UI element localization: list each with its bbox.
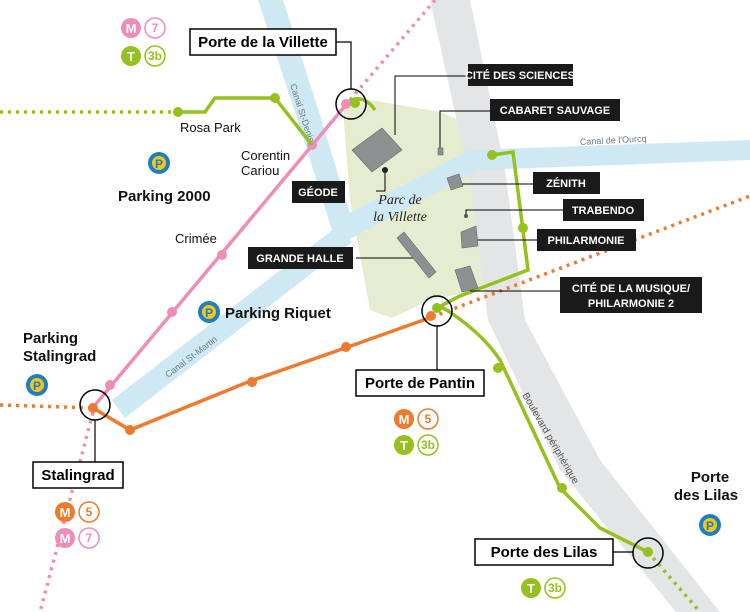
venue-label: GRANDE HALLE [256,253,343,265]
metro-mode-badge [55,528,75,548]
venue-label-line2: PHILARMONIE 2 [588,298,674,310]
connector-porte-villette [336,41,352,89]
line-number: 5 [86,505,93,519]
parking-label: Parking 2000 [118,188,211,205]
metro-mode-badge [121,18,141,38]
parking-label-line2: des Lilas [674,487,738,504]
mode-letter: M [399,412,410,427]
tram-mode-badge [394,435,414,455]
venue-trabendo[interactable]: TRABENDO [563,199,644,221]
line-number: 3b [421,438,435,452]
parking-stalingrad[interactable]: Parking Stalingrad P [23,330,96,396]
line-number-badge [544,577,566,599]
venue-label: TRABENDO [572,205,635,217]
tram-mode-badge [121,46,141,66]
canal-st-martin [112,228,352,418]
line-number-badge [144,17,166,39]
station-porte-de-la-villette[interactable]: Porte de la Villette [189,28,337,56]
stop-corentin-cariou-line1: Corentin [241,148,290,163]
venue-label: CITÉ DES SCIENCES [465,69,575,82]
line-number-badge [78,501,100,523]
line-number: 5 [425,412,432,426]
mode-letter: T [400,438,408,453]
canal-ourcq-label: Canal de l'Ourcq [580,134,647,147]
mode-letter: M [60,505,71,520]
svg-text:P: P [33,379,41,393]
stop-corentin-cariou-line2: Cariou [241,163,279,178]
canal-de-l-ourcq [340,140,750,238]
venue-label: ZÉNITH [546,177,586,190]
building-glyphs [351,127,479,293]
station-label: Porte de Pantin [365,375,475,392]
parking-label-line1: Parking [23,330,78,347]
line-number: 3b [148,49,162,63]
stop-crimee: Crimée [175,231,217,246]
venue-geode[interactable]: GÉODE [292,181,345,203]
metro-line-5 [0,194,750,435]
svg-text:P: P [155,157,163,171]
metro-mode-badge [394,409,414,429]
park-name-line2: la Villette [373,210,427,225]
station-ring-porte-lilas [632,537,664,569]
parking-label-line2: Stalingrad [23,348,96,365]
canal-st-denis [258,0,355,240]
line-number-badge [144,45,166,67]
line-number-badge [417,408,439,430]
station-porte-de-pantin[interactable]: Porte de Pantin [355,369,485,397]
parking-porte-des-lilas[interactable]: Porte des Lilas P [674,469,738,536]
tram-mode-badge [521,578,541,598]
station-label: Porte des Lilas [491,544,598,561]
line-number-badge [78,527,100,549]
parking-riquet[interactable]: P Parking Riquet [198,301,331,323]
metro-mode-badge [55,502,75,522]
park-name-line1: Parc de [377,193,421,208]
station-label: Stalingrad [41,467,114,484]
svg-text:P: P [706,519,714,533]
mode-letter: M [126,21,137,36]
venue-label: PHILARMONIE [548,235,625,247]
venue-label-line1: CITÉ DE LA MUSIQUE/ [572,282,690,295]
svg-text:P: P [205,306,213,320]
parking-label: Parking Riquet [225,305,331,322]
parking-label-line1: Porte [691,469,729,486]
line-number: 7 [152,21,159,35]
parking-2000[interactable]: P Parking 2000 [118,152,211,205]
stop-rosa-park: Rosa Park [180,120,241,135]
venue-cite-des-sciences[interactable]: CITÉ DES SCIENCES [465,64,575,86]
venue-label: GÉODE [298,186,338,199]
station-stalingrad[interactable]: Stalingrad [32,461,124,489]
boulevard-peripherique [430,0,720,612]
venue-grande-halle[interactable]: GRANDE HALLE [248,247,353,269]
mode-letter: T [527,581,535,596]
station-porte-des-lilas[interactable]: Porte des Lilas [474,538,614,566]
line-number: 3b [548,581,562,595]
line-number: 7 [86,531,93,545]
station-label: Porte de la Villette [198,34,328,51]
mode-letter: M [60,531,71,546]
venue-zenith[interactable]: ZÉNITH [533,172,600,194]
venue-label: CABARET SAUVAGE [500,105,610,117]
venue-philharmonie[interactable]: PHILARMONIE [537,229,636,251]
venue-cite-de-la-musique[interactable]: CITÉ DE LA MUSIQUE/ PHILARMONIE 2 [560,277,702,313]
mode-letter: T [127,49,135,64]
line-number-badge [417,434,439,456]
venue-cabaret-sauvage[interactable]: CABARET SAUVAGE [490,99,620,121]
